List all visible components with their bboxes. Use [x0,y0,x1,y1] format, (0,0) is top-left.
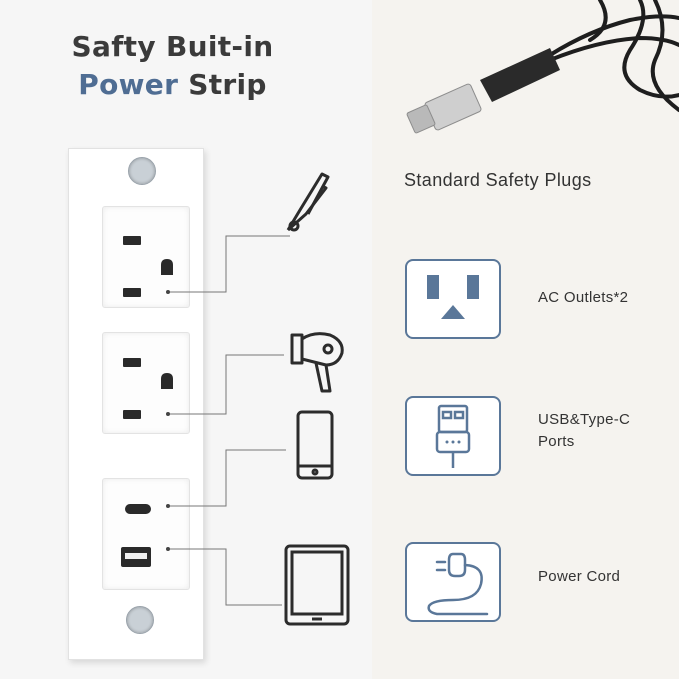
side-title: Standard Safety Plugs [404,170,592,190]
power-cord-plug-icon [406,0,679,134]
usb-plug-icon [405,396,501,476]
tablet-icon [284,544,350,626]
hair-dryer-icon [290,332,344,393]
power-cord-symbol [427,552,489,616]
ac-outlet-icon [405,259,501,339]
headline-rest: Strip [178,68,267,101]
headline-line-2: Power Strip [0,68,345,101]
ac-outlet-bottom [102,332,190,434]
usb-port-block [102,478,190,590]
feature-label-usb-ports: USB&Type-C Ports [538,411,631,450]
smartphone-icon [296,410,334,480]
ac-outlet-symbol [427,275,479,319]
outlet-slots-icon [123,236,173,297]
usb-ports-icon [121,504,151,567]
bottom-screw-icon [126,606,154,634]
usb-plug-symbol [435,404,471,468]
power-cord-icon [405,542,501,622]
top-screw-icon [128,157,156,185]
headline-accent: Power [78,68,179,101]
hair-straightener-icon [286,172,330,232]
headline-line-1: Safty Buit-in [71,30,274,63]
feature-label-ac-outlets: AC Outlets*2 [538,289,629,306]
feature-label-power-cord: Power Cord [538,568,621,585]
outlet-slots-icon [123,358,173,419]
ac-outlet-top [102,206,190,308]
